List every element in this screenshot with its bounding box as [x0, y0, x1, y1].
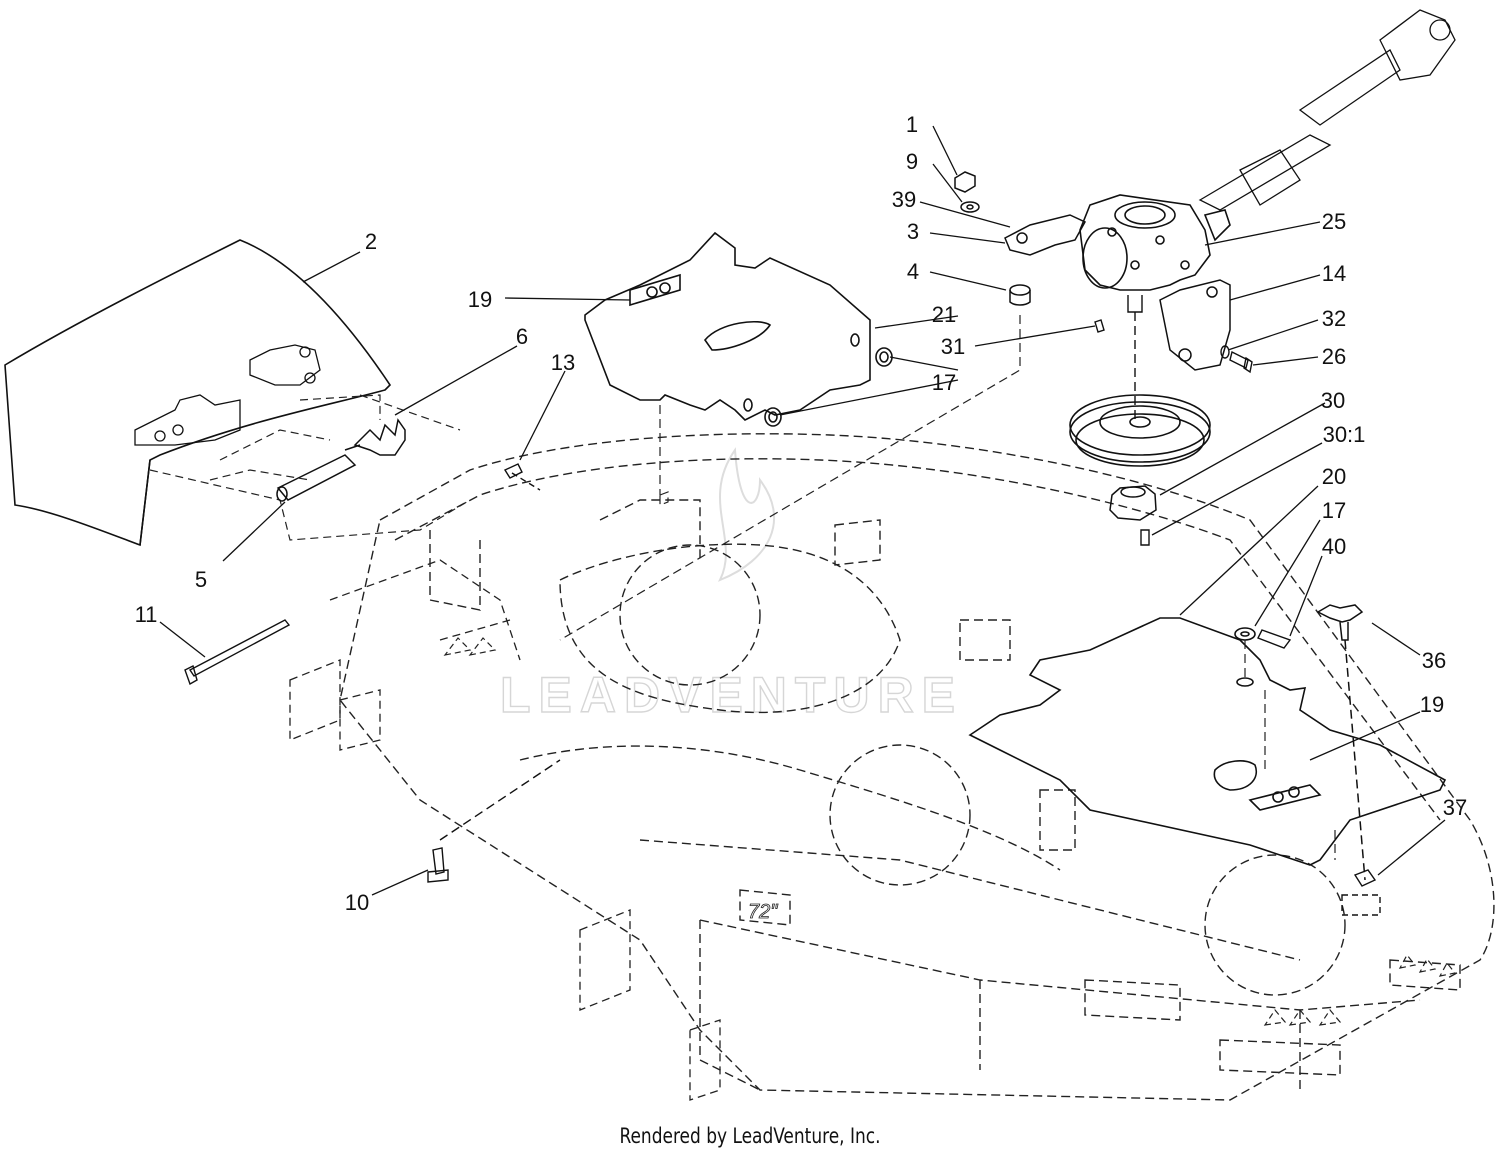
- deck-front-brackets: [289, 559, 721, 1101]
- callout-31: 31: [941, 334, 965, 359]
- render-credit: Rendered by LeadVenture, Inc.: [619, 1124, 881, 1148]
- callout-39: 39: [892, 187, 916, 212]
- leader-lines: [159, 125, 1446, 896]
- chute-hinge-brackets: [134, 344, 321, 446]
- callout-3: 3: [907, 219, 919, 244]
- spacer-4: [1009, 284, 1031, 306]
- gearbox-bracket-3: [1004, 214, 1087, 256]
- washer-9: [960, 201, 980, 213]
- chute-spring: [344, 418, 406, 456]
- right-cover-alignment-lines: [1244, 640, 1336, 860]
- washer-32: [1220, 345, 1230, 359]
- callout-19-right: 19: [1420, 692, 1444, 717]
- callout-4: 4: [907, 259, 919, 284]
- left-cover-alignment-lines: [559, 315, 1021, 641]
- nut-1: [954, 171, 976, 193]
- deck-decals: 72": [443, 637, 1457, 1026]
- callout-2: 2: [365, 229, 377, 254]
- watermark-text: LEADVENTURE: [500, 667, 963, 723]
- callout-19-left: 19: [468, 287, 492, 312]
- callout-1: 1: [906, 112, 918, 137]
- callout-5: 5: [195, 567, 207, 592]
- callout-21: 21: [932, 302, 956, 327]
- gearbox-bracket-14: [1159, 279, 1231, 371]
- pto-driveshaft: [1198, 9, 1456, 211]
- key-31: [1094, 319, 1105, 333]
- callout-17-right: 17: [1322, 498, 1346, 523]
- grommet-17-right: [1234, 627, 1256, 641]
- callout-25: 25: [1322, 209, 1346, 234]
- callout-40: 40: [1322, 534, 1346, 559]
- watermark: LEADVENTURE: [499, 447, 963, 724]
- callout-20: 20: [1322, 464, 1346, 489]
- bolt-10: [427, 759, 561, 883]
- mower-deck: [339, 433, 1495, 1101]
- knob-36: [1316, 604, 1366, 881]
- bracket-37: [1341, 869, 1381, 916]
- callout-9: 9: [906, 149, 918, 174]
- set-screw-30-1: [1140, 529, 1150, 546]
- chute-dashed-guides: [149, 394, 471, 541]
- callout-36: 36: [1422, 648, 1446, 673]
- gearbox: [1079, 194, 1231, 291]
- pulley-hub-30: [1109, 485, 1157, 521]
- callout-32: 32: [1322, 306, 1346, 331]
- callout-6: 6: [516, 324, 528, 349]
- callout-26: 26: [1322, 344, 1346, 369]
- callout-37: 37: [1443, 795, 1467, 820]
- pulley: [1069, 394, 1211, 467]
- callout-11: 11: [135, 602, 158, 627]
- carriage-bolt-13: [503, 463, 541, 491]
- right-belt-cover: [968, 617, 1447, 866]
- deck-size-decal: 72": [748, 901, 778, 923]
- clip-40: [1257, 629, 1292, 649]
- bolt-26: [1229, 350, 1253, 374]
- callout-30-1: 30:1: [1323, 422, 1366, 447]
- callout-17-left: 17: [932, 370, 956, 395]
- callout-10: 10: [345, 890, 369, 915]
- callout-30: 30: [1321, 388, 1345, 413]
- discharge-chute: [4, 239, 392, 547]
- callout-13: 13: [551, 350, 575, 375]
- callout-14: 14: [1322, 261, 1346, 286]
- hinge-pin: [184, 619, 291, 686]
- callout-labels: 1 9 39 3 4 25 14 32 26 31 21 17 19 2 6 1…: [135, 112, 1468, 915]
- spring-rod: [276, 454, 357, 502]
- left-belt-cover: [584, 231, 871, 421]
